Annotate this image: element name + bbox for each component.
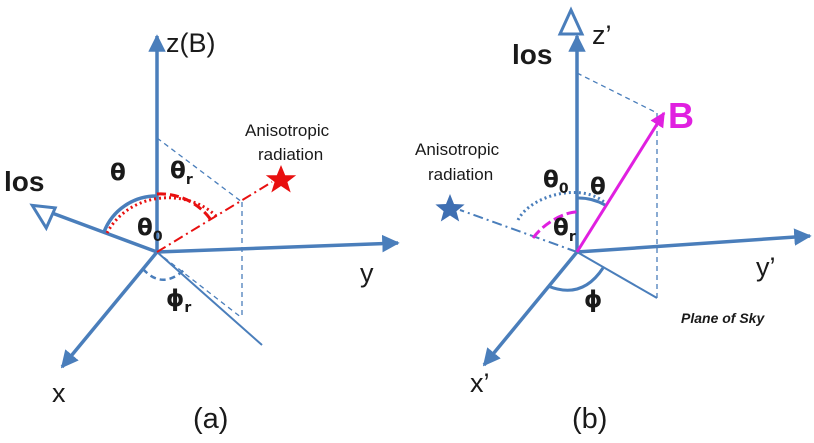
- panel-b: z’ y’ x’ los B Anisotropic radiation θ θ…: [415, 6, 812, 435]
- los-label: los: [512, 39, 552, 70]
- radiation-direction: [459, 209, 578, 253]
- projection-line: [576, 72, 658, 114]
- panel-a-caption: (a): [193, 403, 228, 435]
- radiation-label-line1: Anisotropic: [415, 140, 500, 159]
- theta-r-label: θr: [553, 215, 576, 245]
- theta-label: θ: [110, 160, 126, 186]
- eye-icon: [29, 203, 58, 232]
- x-axis-negative: [156, 251, 263, 346]
- x-prime-axis-negative: [576, 251, 658, 299]
- z-axis-label: z(B): [166, 28, 216, 58]
- los-label: los: [4, 166, 44, 197]
- theta-r-arc: [156, 192, 213, 221]
- theta-r-label: θr: [170, 158, 193, 188]
- star-icon: [435, 194, 465, 222]
- theta-0-label: θ0: [137, 215, 163, 245]
- theta-0-arc: [105, 196, 220, 234]
- y-axis: [156, 234, 400, 254]
- radiation-label-line2: radiation: [258, 145, 323, 164]
- phi-label: ϕ: [584, 287, 602, 313]
- panel-a: z(B) y x los Anisotropic radiation θ θr …: [4, 28, 400, 435]
- theta-arc: [576, 196, 606, 207]
- eye-icon: [557, 6, 585, 36]
- x-axis-label: x: [52, 378, 66, 408]
- y-prime-axis-label: y’: [756, 252, 776, 282]
- x-prime-axis-label: x’: [470, 368, 490, 398]
- phi-r-arc: [142, 268, 185, 281]
- phi-r-label: ϕr: [166, 286, 191, 316]
- star-icon: [265, 165, 297, 193]
- x-prime-axis: [482, 250, 579, 367]
- x-axis: [60, 250, 159, 369]
- y-axis-label: y: [360, 258, 374, 288]
- y-prime-axis: [576, 228, 812, 254]
- panel-b-caption: (b): [572, 403, 607, 435]
- phi-arc: [547, 267, 605, 292]
- los-line: [51, 211, 158, 254]
- radiation-label-line2: radiation: [428, 165, 493, 184]
- radiation-label-line1: Anisotropic: [245, 121, 330, 140]
- theta-arc: [102, 194, 158, 233]
- radiation-direction: [156, 181, 273, 253]
- plane-of-sky-label: Plane of Sky: [681, 310, 765, 326]
- b-label: B: [668, 95, 694, 136]
- theta-0-label: θ0: [543, 167, 569, 197]
- theta-label: θ: [590, 174, 606, 200]
- theta-r-arc: [531, 210, 578, 239]
- b-field-vector: [575, 111, 666, 253]
- z-prime-axis-label: z’: [592, 20, 612, 50]
